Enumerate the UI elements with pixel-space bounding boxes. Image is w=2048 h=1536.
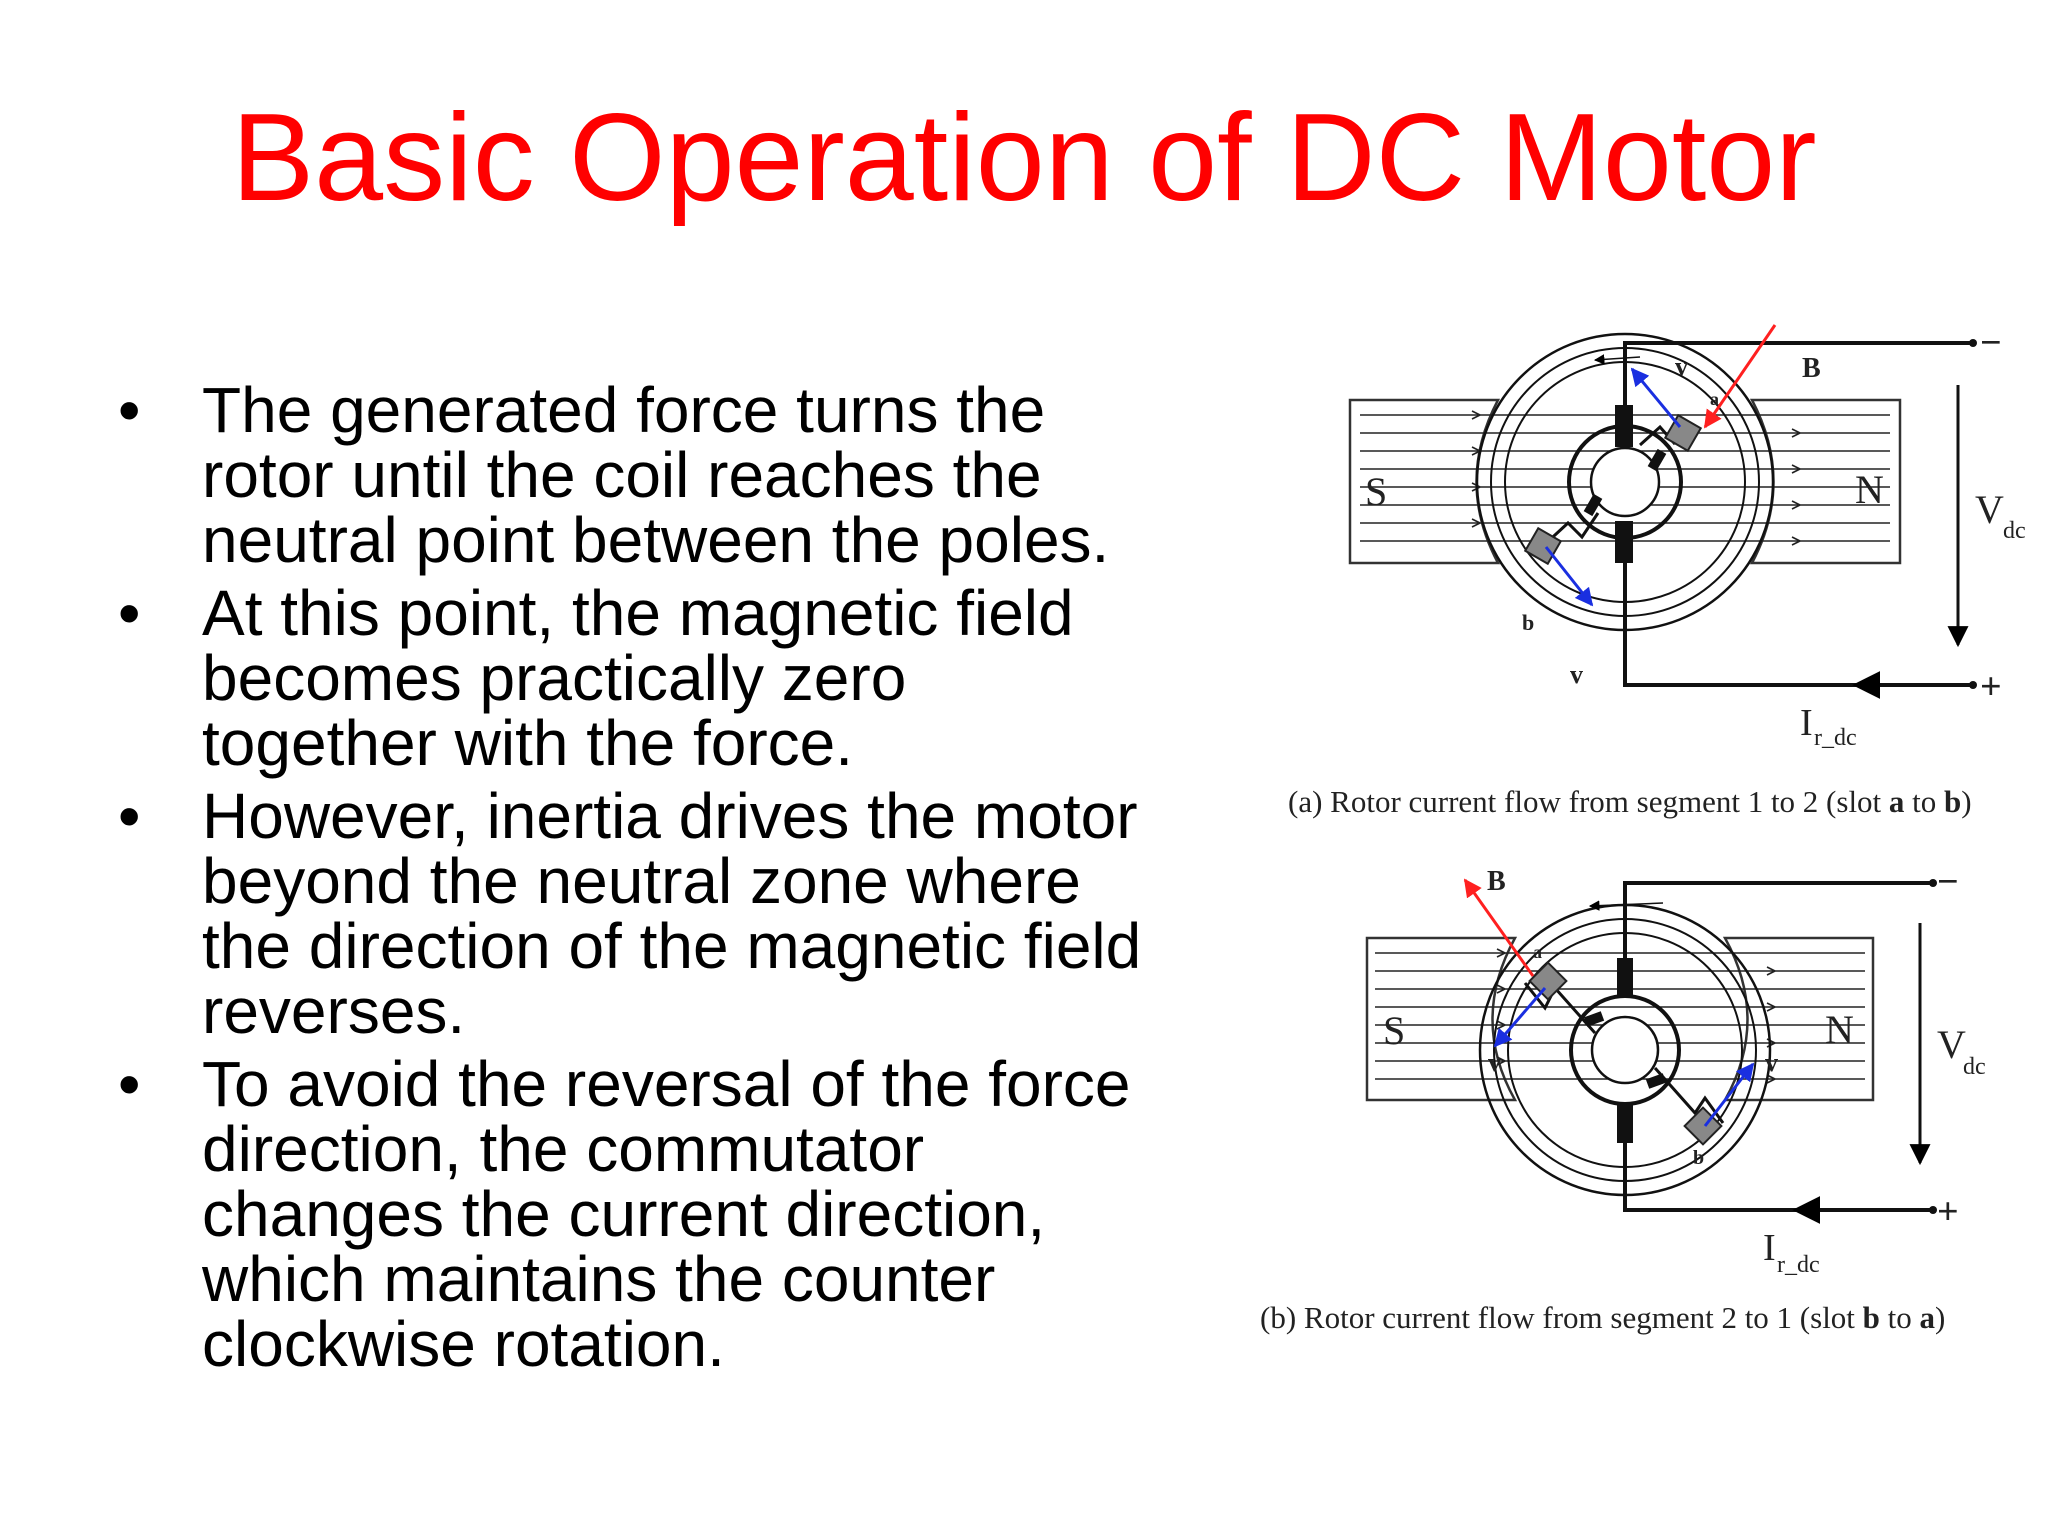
- current-subscript: r_dc: [1777, 1252, 1820, 1278]
- pole-label-s: S: [1383, 1008, 1405, 1053]
- voltage-label: V: [1975, 487, 2004, 532]
- pole-label-n: N: [1855, 467, 1884, 512]
- rotor: [1475, 332, 1775, 632]
- dc-motor-diagram-a: S N B v v a b V dc I r_dc − +: [1348, 322, 2026, 751]
- velocity-vector-left: [1493, 987, 1547, 1048]
- slot-label-a: a: [1533, 942, 1542, 962]
- velocity-label-left: v: [1488, 1048, 1501, 1077]
- bullet-line: which maintains the counter: [202, 1243, 996, 1315]
- bullet-line: becomes practically zero: [202, 642, 907, 714]
- pole-label-n: N: [1825, 1007, 1854, 1052]
- bullet-item: • At this point, the magnetic field beco…: [118, 581, 1228, 776]
- slot-label-a: a: [1710, 389, 1719, 409]
- velocity-vector-top: [1630, 367, 1682, 428]
- bullet-item: • However, inertia drives the motor beyo…: [118, 784, 1228, 1044]
- figure-b-caption: (b) Rotor current flow from segment 2 to…: [1260, 1300, 1946, 1335]
- terminal-minus: [1929, 879, 1937, 887]
- current-label: I: [1763, 1227, 1776, 1269]
- velocity-label-top: v: [1675, 352, 1688, 381]
- terminal-plus: [1929, 1206, 1937, 1214]
- figure-a-caption: (a) Rotor current flow from segment 1 to…: [1288, 784, 1972, 819]
- bullet-item: • The generated force turns the rotor un…: [118, 378, 1228, 573]
- velocity-vector-bottom: [1544, 546, 1594, 607]
- bullet-dot: •: [118, 374, 141, 446]
- velocity-vector-right: [1703, 1062, 1755, 1127]
- bullet-line: changes the current direction,: [202, 1178, 1046, 1250]
- voltage-label: V: [1937, 1022, 1966, 1067]
- bullet-line: direction, the commutator: [202, 1113, 925, 1185]
- velocity-label-right: v: [1765, 1048, 1778, 1077]
- slot-label-b: b: [1522, 610, 1534, 635]
- minus-sign: −: [1980, 322, 2002, 364]
- bullet-line: reverses.: [202, 975, 466, 1047]
- voltage-subscript: dc: [2003, 518, 2026, 544]
- dc-motor-diagram-b: S N B v v a b V dc I r_dc − +: [1365, 861, 1986, 1278]
- commutator: [1583, 958, 1667, 1143]
- field-vector-B: [1463, 878, 1535, 977]
- bullet-line: However, inertia drives the motor: [202, 780, 1138, 852]
- bullet-dot: •: [118, 577, 141, 649]
- bullet-dot: •: [118, 780, 141, 852]
- field-label-b: B: [1487, 866, 1506, 897]
- bullet-line: rotor until the coil reaches the: [202, 439, 1042, 511]
- rotation-arrow: [1588, 900, 1664, 911]
- field-vector-B: [1703, 324, 1777, 429]
- bullet-list: • The generated force turns the rotor un…: [118, 378, 1228, 1385]
- terminal-minus: [1969, 339, 1977, 347]
- bullet-line: clockwise rotation.: [202, 1308, 725, 1380]
- bullet-dot: •: [118, 1048, 141, 1120]
- bullet-line: To avoid the reversal of the force: [202, 1048, 1131, 1120]
- bullet-line: together with the force.: [202, 707, 854, 779]
- bullet-line: neutral point between the poles.: [202, 504, 1110, 576]
- minus-sign: −: [1937, 861, 1959, 903]
- slide-title: Basic Operation of DC Motor: [231, 89, 1817, 227]
- rotation-arrow: [1593, 354, 1641, 365]
- field-label-b: B: [1802, 353, 1821, 384]
- slot-label-b: b: [1693, 1147, 1704, 1169]
- plus-sign: +: [1937, 1191, 1959, 1233]
- velocity-label-bottom: v: [1570, 660, 1583, 689]
- current-label: I: [1800, 702, 1813, 744]
- bullet-line: At this point, the magnetic field: [202, 577, 1074, 649]
- bullet-item: • To avoid the reversal of the force dir…: [118, 1052, 1228, 1377]
- terminal-plus: [1969, 681, 1977, 689]
- pole-label-s: S: [1365, 469, 1387, 514]
- bullet-line: The generated force turns the: [202, 374, 1046, 446]
- voltage-subscript: dc: [1963, 1054, 1986, 1080]
- commutator: [1583, 405, 1667, 563]
- bullet-line: the direction of the magnetic field: [202, 910, 1142, 982]
- plus-sign: +: [1980, 666, 2002, 708]
- bullet-line: beyond the neutral zone where: [202, 845, 1081, 917]
- current-subscript: r_dc: [1814, 725, 1857, 751]
